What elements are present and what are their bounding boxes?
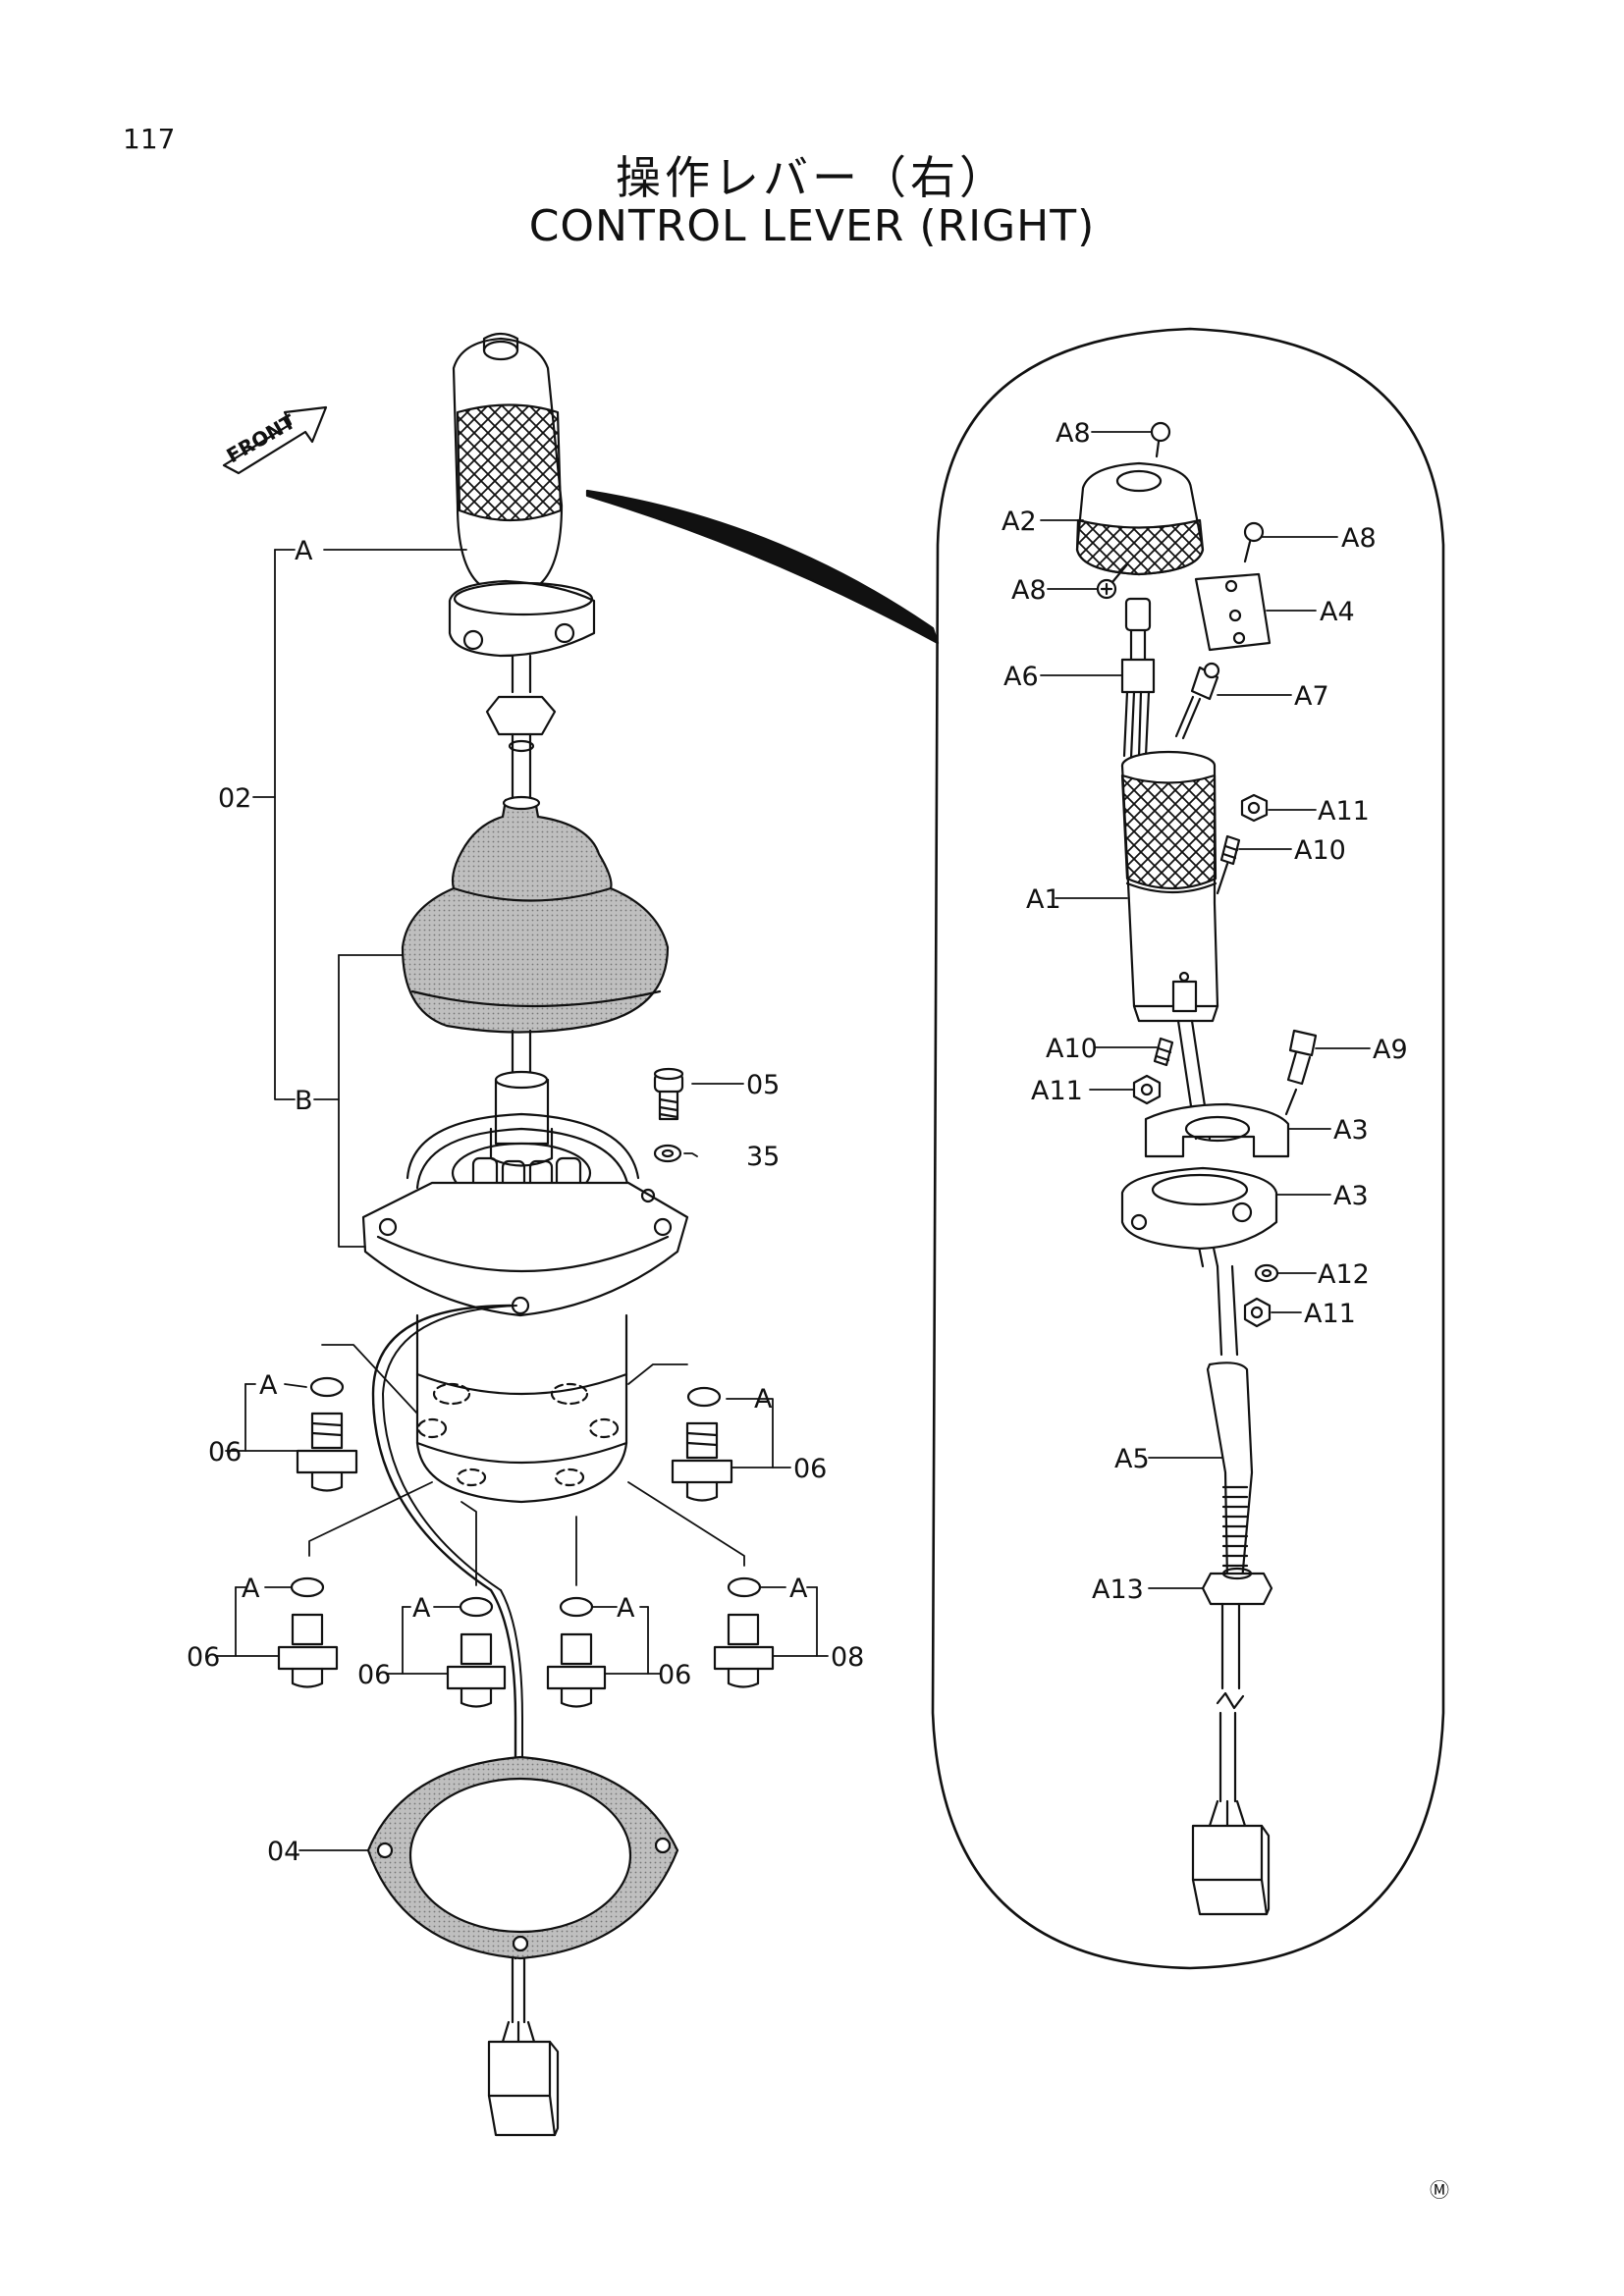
label-A-port-b1: A xyxy=(242,1574,260,1604)
rubber-boot xyxy=(401,795,670,1034)
label-A-port-left: A xyxy=(259,1370,278,1401)
nut-A11-lower xyxy=(1243,1297,1272,1328)
label-A-port-b3: A xyxy=(617,1593,635,1624)
port-fitting-left-upper xyxy=(296,1376,358,1492)
label-A12: A12 xyxy=(1318,1259,1370,1290)
label-A9: A9 xyxy=(1373,1035,1408,1065)
leader-lines-left xyxy=(215,549,829,1851)
nut-A11-upper xyxy=(1240,793,1269,823)
label-A11-middle: A11 xyxy=(1031,1076,1083,1106)
page-title: CONTROL LEVER (RIGHT) xyxy=(528,201,1096,251)
leader-lines-detail xyxy=(1040,431,1371,1589)
label-A13: A13 xyxy=(1092,1575,1144,1605)
label-A1: A1 xyxy=(1026,884,1061,915)
nut-A13 xyxy=(1201,1567,1273,1606)
screw-A8-top xyxy=(1150,421,1171,458)
washer-A12 xyxy=(1254,1263,1279,1283)
washer-35 xyxy=(653,1144,682,1163)
port-fitting-bottom-2 xyxy=(446,1596,507,1708)
label-A4: A4 xyxy=(1320,597,1355,627)
revision-mark: Ⓜ xyxy=(1430,2178,1449,2202)
grip-collar xyxy=(448,579,596,658)
label-06-port-left: 06 xyxy=(208,1437,242,1468)
cap-A2 xyxy=(1075,461,1205,576)
port-fitting-bottom-1 xyxy=(277,1576,339,1688)
label-A7: A7 xyxy=(1294,681,1329,712)
setscrew-A10-lower xyxy=(1153,1037,1174,1067)
label-A5: A5 xyxy=(1114,1444,1150,1474)
plate-A4 xyxy=(1194,572,1272,652)
label-02: 02 xyxy=(218,783,251,814)
harness-wire xyxy=(371,1304,536,2044)
connector-A7 xyxy=(1174,662,1220,740)
detail-lower-cable xyxy=(1191,1602,1271,1916)
label-A11-upper: A11 xyxy=(1318,796,1370,827)
screw-A8-side xyxy=(1096,562,1129,600)
cable-A5 xyxy=(1206,1362,1254,1582)
label-05: 05 xyxy=(746,1070,780,1100)
label-A-top: A xyxy=(295,536,313,566)
detail-pointer xyxy=(585,489,940,645)
nut-A11-middle xyxy=(1132,1074,1162,1105)
label-A11-lower: A11 xyxy=(1304,1299,1356,1329)
part-labels: A 02 B 05 35 A 06 A 06 A 06 A 06 A 06 A … xyxy=(187,418,1449,2202)
bottom-connector xyxy=(487,2040,560,2137)
setscrew-A10-upper xyxy=(1216,834,1241,895)
label-06-port-b1: 06 xyxy=(187,1642,220,1673)
label-A8-right: A8 xyxy=(1341,523,1377,554)
label-06-port-b2: 06 xyxy=(357,1660,391,1690)
port-fitting-bottom-3 xyxy=(546,1596,607,1708)
label-A10-upper: A10 xyxy=(1294,835,1346,866)
page-number: 117 xyxy=(123,123,176,155)
label-A6: A6 xyxy=(1003,662,1039,692)
label-B: B xyxy=(295,1086,313,1116)
page-title-japanese: 操作レバー（右） xyxy=(616,151,1008,204)
label-04: 04 xyxy=(267,1837,300,1867)
label-06-port-b3: 06 xyxy=(658,1660,691,1690)
front-arrow-icon: FRONT xyxy=(223,405,328,475)
label-06-port-right: 06 xyxy=(793,1454,827,1484)
label-A10-lower: A10 xyxy=(1046,1034,1098,1064)
label-A8-side: A8 xyxy=(1011,575,1047,606)
label-A-port-right: A xyxy=(754,1384,773,1415)
grip-handle xyxy=(452,332,564,586)
label-35: 35 xyxy=(746,1142,780,1172)
lever-shaft xyxy=(485,654,557,802)
port-fitting-right-upper xyxy=(671,1386,733,1502)
screw-A8-right xyxy=(1243,521,1265,563)
label-08-port-b4: 08 xyxy=(831,1642,864,1673)
gasket xyxy=(366,1755,679,1960)
label-A8-top: A8 xyxy=(1056,418,1091,449)
label-A-port-b4: A xyxy=(789,1574,808,1604)
label-A3-lower: A3 xyxy=(1333,1181,1369,1211)
clamp-A3-lower xyxy=(1120,1166,1278,1251)
grip-A1 xyxy=(1120,750,1219,1023)
switch-A6 xyxy=(1120,597,1156,760)
label-A2: A2 xyxy=(1001,507,1037,537)
label-A3-upper: A3 xyxy=(1333,1115,1369,1146)
detail-callout-frame xyxy=(931,327,1445,1970)
label-A-port-b2: A xyxy=(412,1593,431,1624)
bolt-05 xyxy=(653,1067,684,1121)
bolt-A9 xyxy=(1284,1029,1318,1116)
pilot-valve-body xyxy=(361,1070,689,1504)
port-fitting-bottom-4 xyxy=(713,1576,775,1688)
clamp-A3-upper xyxy=(1144,1102,1290,1158)
